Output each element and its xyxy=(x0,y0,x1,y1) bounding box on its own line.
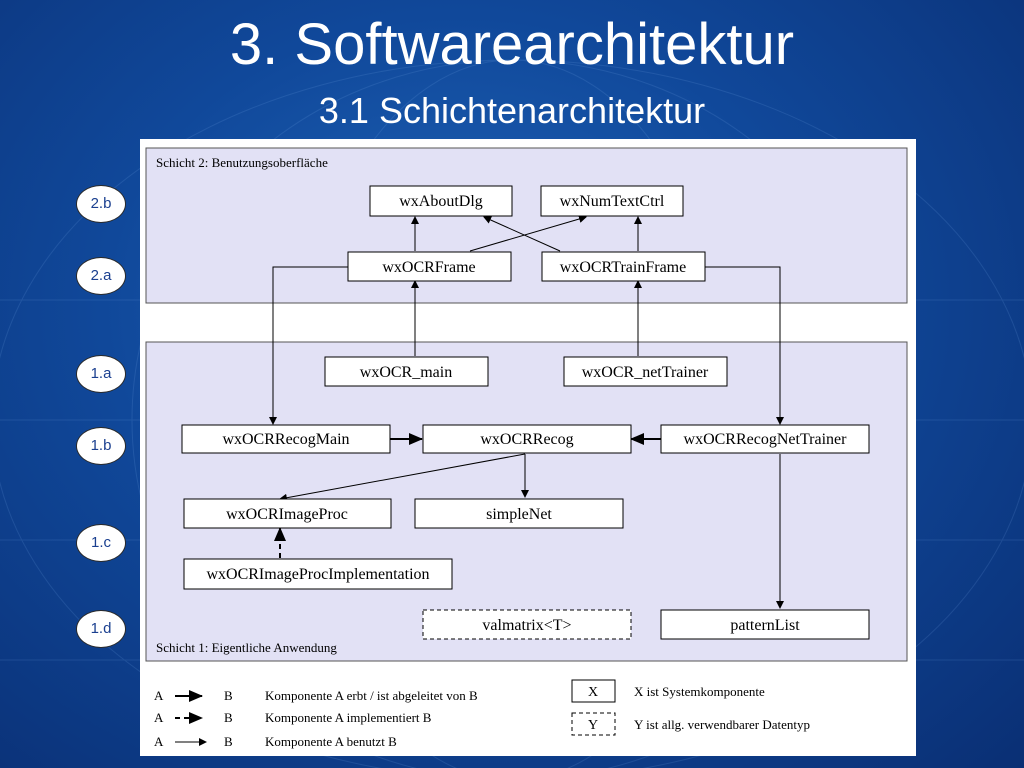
box-wxocrtrainframe xyxy=(541,251,706,282)
label-patternlist: patternList xyxy=(730,617,800,634)
layer-2-label: Schicht 2: Benutzungsoberfläche xyxy=(156,155,328,170)
label-wxocrtrainframe: wxOCRTrainFrame xyxy=(560,259,686,276)
layer-1-label: Schicht 1: Eigentliche Anwendung xyxy=(156,640,337,655)
label-wxocrrecog: wxOCRRecog xyxy=(480,431,573,448)
legend-x-label: X xyxy=(588,685,598,700)
box-wxocrframe xyxy=(347,251,512,282)
label-valmatrix: valmatrix<T> xyxy=(482,617,571,634)
layer-2-frame xyxy=(145,147,908,304)
label-wxaboutdlg: wxAboutDlg xyxy=(399,193,483,210)
box-simplenet xyxy=(414,498,624,529)
legend-y-desc: Y ist allg. verwendbarer Datentyp xyxy=(634,717,810,732)
box-wxaboutdlg xyxy=(369,185,513,217)
badge-layer-2a: 2.a xyxy=(76,257,126,295)
box-patternlist xyxy=(660,609,870,640)
label-wxocrrecogmain: wxOCRRecogMain xyxy=(222,431,349,448)
badge-layer-1c: 1.c xyxy=(76,524,126,562)
label-wxnumtextctrl: wxNumTextCtrl xyxy=(560,193,665,210)
arrow-trainframe-to-aboutdlg xyxy=(483,216,561,252)
legend-uses-a: A xyxy=(154,734,164,749)
architecture-diagram-canvas: Schicht 2: Benutzungsoberfläche Schicht … xyxy=(140,139,916,756)
badge-layer-2b: 2.b xyxy=(76,185,126,223)
box-wxocrrecognettrainer xyxy=(660,424,870,454)
arrow-ocrframe-to-recogmain xyxy=(269,266,348,425)
badge-layer-1d: 1.d xyxy=(76,610,126,648)
box-wxnumtextctrl xyxy=(540,185,684,217)
arrow-ocrframe-to-numtextctrl xyxy=(469,215,587,252)
box-wxocrimageprocimplementation xyxy=(183,558,453,590)
label-wxocr-main: wxOCR_main xyxy=(360,364,452,381)
legend-uses-b: B xyxy=(224,734,233,749)
legend-x-box xyxy=(571,679,616,703)
label-wxocrrecognettrainer: wxOCRRecogNetTrainer xyxy=(684,431,848,448)
arrow-recog-to-imageproc xyxy=(279,453,526,502)
legend-inherits-a: A xyxy=(154,688,164,703)
label-wxocrimageproc: wxOCRImageProc xyxy=(226,506,348,523)
box-wxocrimageproc xyxy=(183,498,392,529)
architecture-diagram: Schicht 2: Benutzungsoberfläche Schicht … xyxy=(140,139,916,756)
legend-uses-text: Komponente A benutzt B xyxy=(265,734,397,749)
legend-inherits-b: B xyxy=(224,688,233,703)
badge-layer-1b: 1.b xyxy=(76,427,126,465)
slide-subtitle: 3.1 Schichtenarchitektur xyxy=(318,90,706,131)
legend-y-box xyxy=(571,712,616,736)
legend-implements-b: B xyxy=(224,710,233,725)
label-simplenet: simpleNet xyxy=(486,506,552,523)
box-wxocr-main xyxy=(324,356,489,387)
legend: A B Komponente A erbt / ist abgeleitet v… xyxy=(154,679,810,749)
box-wxocrrecog xyxy=(422,424,632,454)
box-wxocrrecogmain xyxy=(181,424,391,454)
label-wxocrimageprocimplementation: wxOCRImageProcImplementation xyxy=(206,566,429,583)
arrow-trainframe-to-recognettrainer xyxy=(705,266,784,425)
legend-inherits-text: Komponente A erbt / ist abgeleitet von B xyxy=(265,688,478,703)
box-valmatrix xyxy=(422,609,632,640)
badge-layer-1a: 1.a xyxy=(76,355,126,393)
label-wxocrframe: wxOCRFrame xyxy=(382,259,475,276)
legend-implements-text: Komponente A implementiert B xyxy=(265,710,432,725)
label-wxocr-nettrainer: wxOCR_netTrainer xyxy=(582,364,709,381)
legend-x-desc: X ist Systemkomponente xyxy=(634,684,765,699)
legend-y-label: Y xyxy=(588,718,598,733)
slide-title: 3. Softwarearchitektur xyxy=(229,12,795,77)
box-wxocr-nettrainer xyxy=(563,356,728,387)
legend-implements-a: A xyxy=(154,710,164,725)
